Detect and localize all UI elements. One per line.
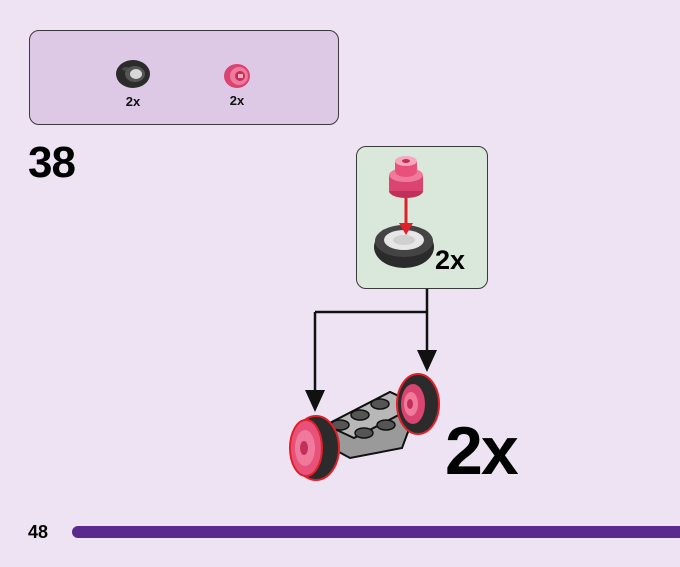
wheel-left <box>289 415 340 481</box>
part-tire-qty: 2x <box>125 94 141 109</box>
arrow-down-right-icon <box>417 350 437 372</box>
tire-icon <box>374 225 434 268</box>
step-number: 38 <box>28 138 76 187</box>
subassembly-illustration <box>374 156 434 268</box>
connector-lines <box>313 289 429 392</box>
chassis-plate <box>323 390 421 460</box>
tire-icon <box>116 60 150 88</box>
pink-wheel-hub-icon <box>224 64 250 88</box>
wheel-right <box>396 373 440 435</box>
page-progress-bar <box>72 526 680 538</box>
page-number: 48 <box>28 522 49 542</box>
parts-list-box: 2x 2x <box>29 30 339 125</box>
arrow-down-left-icon <box>305 390 325 412</box>
subassembly-box <box>356 146 488 289</box>
pink-wheel-hub-icon <box>389 156 423 198</box>
part-tire: 2x <box>103 56 163 109</box>
assembly-qty: 2x <box>445 413 519 489</box>
subassembly-qty: 2x <box>435 245 466 275</box>
part-wheel-hub-qty: 2x <box>229 93 245 108</box>
part-wheel-hub: 2x <box>207 61 267 108</box>
insert-arrow-icon <box>399 195 413 235</box>
